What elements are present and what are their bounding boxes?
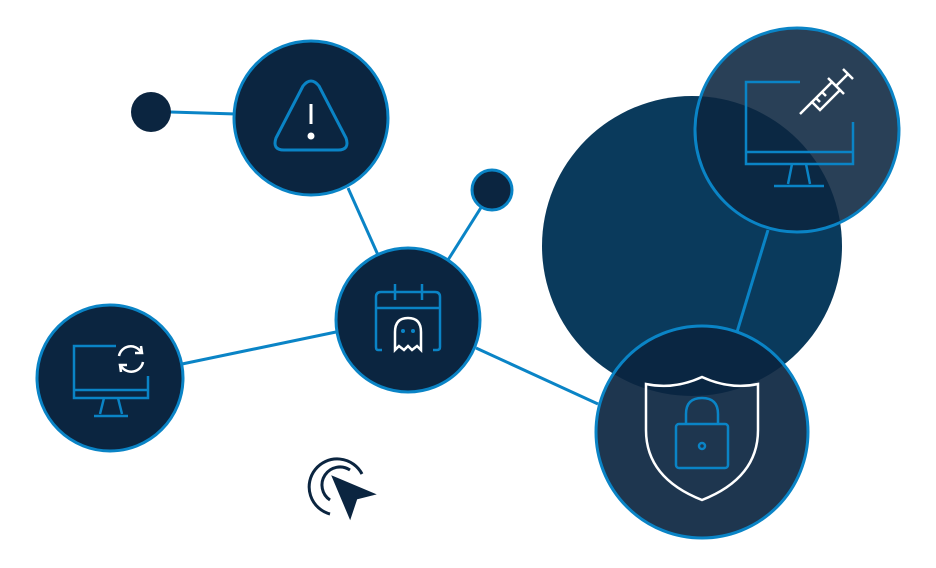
node-shield-lock — [594, 324, 810, 540]
node-calendar-ghost — [334, 246, 482, 394]
connector-dot-warning — [169, 110, 237, 116]
connector-warning-calendar — [346, 187, 380, 256]
node-warning — [232, 39, 390, 197]
monitor-refresh-icon — [72, 344, 150, 418]
shield-lock-icon — [644, 375, 760, 502]
monitor-syringe-icon — [744, 68, 855, 188]
warning-triangle-icon — [273, 79, 349, 152]
node-monitor-refresh — [35, 303, 185, 453]
calendar-ghost-icon — [374, 284, 442, 354]
small-node-dot — [131, 92, 171, 132]
node-monitor-syringe — [693, 26, 901, 234]
small-node-dot — [470, 168, 514, 212]
connectors — [169, 110, 770, 406]
connector-dot-calendar — [446, 205, 484, 261]
connector-calendar-shield — [475, 346, 599, 406]
connector-calendar-monitor — [181, 330, 337, 366]
connector-syringe-shield — [735, 229, 770, 333]
click-cursor-icon — [307, 457, 377, 521]
